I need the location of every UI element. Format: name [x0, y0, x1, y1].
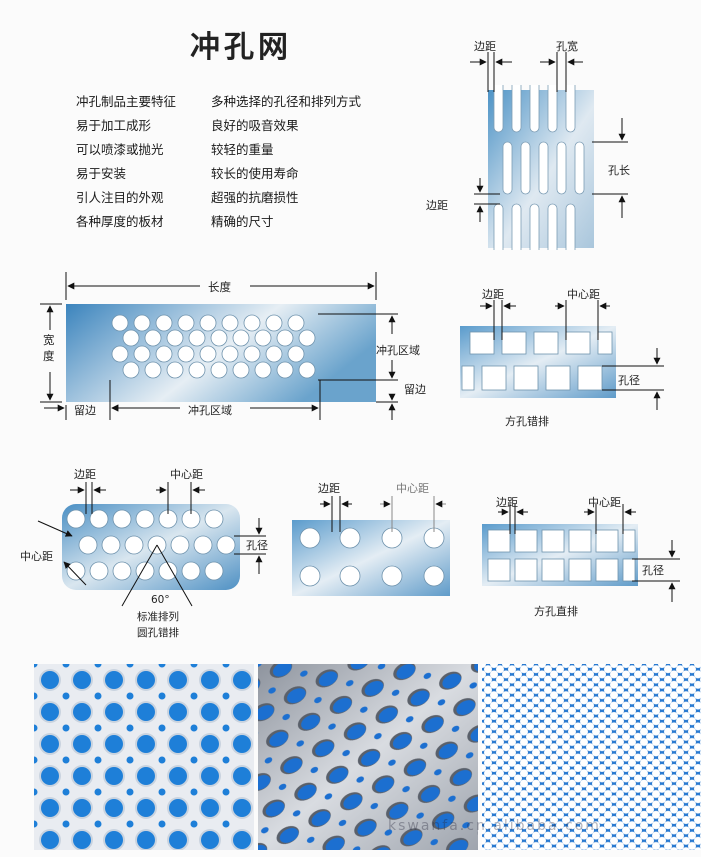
slot-hole-length-label: 孔长 [608, 164, 630, 177]
page-title: 冲孔网 [190, 30, 292, 65]
feature-right-5: 超强的抗磨损性 [211, 190, 299, 205]
slot-plate [470, 52, 628, 260]
square-staggered-edge-label: 边距 [482, 288, 504, 301]
slot-edge-left-label: 边距 [426, 199, 448, 212]
plate-margin-bottom-label: 留边 [74, 404, 96, 417]
feature-right-6: 精确的尺寸 [211, 214, 274, 229]
round-staggered-center-side-label: 中心距 [20, 550, 53, 563]
square-staggered-hole-label: 孔径 [618, 374, 640, 387]
feature-right-3: 较轻的重量 [211, 142, 274, 157]
square-straight-edge-label: 边距 [496, 496, 518, 509]
slot-edge-top-label: 边距 [474, 40, 496, 53]
round-staggered-angle-label: 60° [151, 594, 170, 606]
square-straight-caption: 方孔直排 [534, 605, 578, 618]
square-straight-center-label: 中心距 [588, 496, 621, 509]
feature-left-1: 冲孔制品主要特征 [76, 94, 177, 109]
photo-hex-round-holes [482, 664, 701, 850]
square-staggered-center-label: 中心距 [567, 288, 600, 301]
feature-left-3: 可以喷漆或抛光 [76, 142, 164, 157]
round-staggered-center-top-label: 中心距 [170, 468, 203, 481]
feature-left-6: 各种厚度的板材 [76, 214, 164, 229]
feature-left-5: 引人注目的外观 [76, 190, 164, 205]
photo-angled-round-holes [258, 664, 478, 850]
plate-punch-area-bottom-label: 冲孔区域 [188, 404, 232, 417]
plate-punch-area-right-label: 冲孔区域 [376, 344, 420, 357]
plate-margin-right-label: 留边 [404, 383, 426, 396]
round-staggered-hole-label: 孔径 [246, 539, 268, 552]
watermark: kswanfa.cn.alibaba.com [388, 818, 601, 834]
round-staggered-caption-1: 标准排列 [137, 611, 179, 623]
feature-right-2: 良好的吸音效果 [211, 118, 299, 133]
round-straight-center-label: 中心距 [396, 482, 429, 495]
photo-mixed-round-holes [34, 664, 254, 850]
feature-left-4: 易于安装 [76, 166, 127, 181]
slot-hole-width-label: 孔宽 [556, 40, 578, 53]
feature-right-4: 较长的使用寿命 [211, 166, 299, 181]
square-staggered-caption: 方孔错排 [505, 415, 549, 428]
round-straight-edge-label: 边距 [318, 482, 340, 495]
plate-width-label: 宽度 [43, 333, 55, 363]
feature-left-2: 易于加工成形 [76, 118, 152, 133]
plate-length-label: 长度 [208, 280, 231, 294]
feature-right-1: 多种选择的孔径和排列方式 [211, 94, 362, 109]
round-staggered-edge-label: 边距 [74, 468, 96, 481]
round-staggered-caption-2: 圆孔错排 [137, 627, 179, 639]
square-straight-hole-label: 孔径 [642, 564, 664, 577]
